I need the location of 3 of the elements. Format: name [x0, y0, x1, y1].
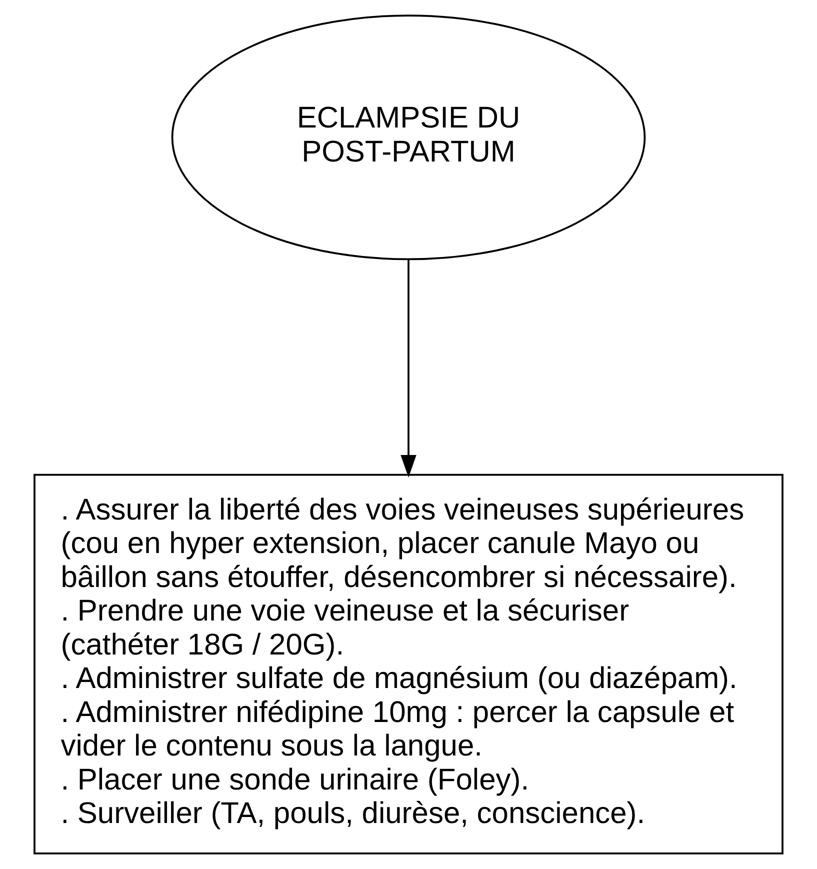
node-ellipse: ECLAMPSIE DU POST-PARTUM [171, 14, 646, 260]
arrow [400, 259, 416, 478]
node-box: . Assurer la liberté des voies veineuses supérieures (cou en hyper extension, placer canule Mayo ou bâillon sans étouffer, désencombrer si nécessaire). . Prendre une voie veineuse et la sécuriser (cathéter 18G / 20G). . Administrer sulfate de magnésium (ou diazépam). . Administrer nifédipine 10mg : percer la capsule et vider le contenu sous la langue. . Placer une sonde urinaire (Foley). . Surveiller (TA, pouls, diurèse, conscience). [34, 474, 784, 854]
